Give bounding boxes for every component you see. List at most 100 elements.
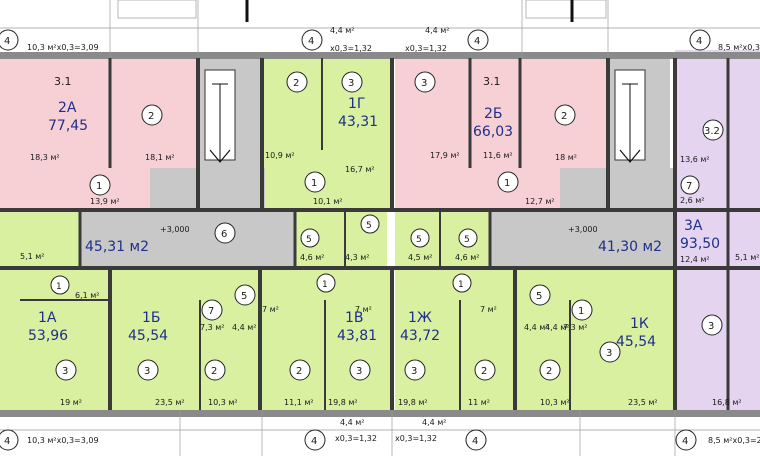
marker-4-top-right <box>689 29 711 51</box>
apartment-fills <box>0 50 760 415</box>
room-area: 4,6 м² <box>300 253 325 262</box>
room-num: 3 <box>708 321 714 332</box>
walls <box>0 52 760 417</box>
apartment-1g-fill <box>262 58 392 208</box>
balcony-note-bottom-center-2: х0,3=1,32 <box>335 434 377 443</box>
apartment-id-1v: 1В <box>345 310 364 326</box>
room-num: 1 <box>458 280 464 290</box>
corridor-area-left: 45,31 м2 <box>85 239 149 255</box>
corridor-right <box>490 210 675 268</box>
frame-top-right <box>525 0 607 19</box>
room-circles <box>50 71 724 381</box>
marker-4-label: 4 <box>4 436 10 447</box>
marker-4-bottom-center-right <box>465 429 487 451</box>
balcony-note-bottom-left: 10,3 м²х0,3=3,09 <box>27 436 99 445</box>
room-num: 2 <box>293 78 299 89</box>
room-num: 3.1 <box>54 75 72 88</box>
room-area: 18,3 м² <box>30 153 60 162</box>
marker-4-top-left <box>0 29 19 51</box>
room-num: 1 <box>578 306 584 317</box>
room-num: 1 <box>96 181 102 192</box>
room-num: 2 <box>481 366 487 377</box>
room-num: 5 <box>416 235 422 245</box>
room-area: 17,9 м² <box>430 151 460 160</box>
room-area: 19,8 м² <box>398 398 428 407</box>
room-area: 4,4 м² <box>524 323 549 332</box>
room-area: 18,1 м² <box>145 153 175 162</box>
apartment-area-1b: 45,54 <box>128 328 168 344</box>
room-num: 3 <box>62 366 68 377</box>
room-num: 3 <box>144 366 150 377</box>
room-num: 3 <box>606 348 612 359</box>
marker-4-bottom-left <box>0 429 19 451</box>
apartment-area-3a: 93,50 <box>680 236 720 252</box>
apartment-id-3a: 3А <box>684 218 703 234</box>
bathroom-far-right-fill <box>728 212 760 267</box>
stair-line-right <box>622 83 638 162</box>
room-area: 16,8 м² <box>712 398 742 407</box>
room-area: 12,7 м² <box>525 197 555 206</box>
level-mark-left: +3,000 <box>160 225 190 234</box>
room-num: 2 <box>211 366 217 377</box>
frame-top-left <box>117 0 197 19</box>
room-num: 1 <box>322 280 328 290</box>
corridors <box>80 58 675 268</box>
room-area: 10,3 м² <box>540 398 570 407</box>
balcony-note-top-center-2: х0,3=1,32 <box>330 44 372 53</box>
marker-4-bottom-right <box>675 429 697 451</box>
room-num: 1 <box>504 178 510 189</box>
balcony-note-bottom-center-4: х0,3=1,32 <box>395 434 437 443</box>
balcony-note-top-center-1: 4,4 м² <box>330 26 355 35</box>
room-num: 1 <box>56 282 62 292</box>
apartment-id-1zh: 1Ж <box>408 310 432 326</box>
room-area: 10,1 м² <box>313 197 343 206</box>
room-area: 7 м² <box>480 305 497 314</box>
apartment-id-1b: 1Б <box>142 310 161 326</box>
room-area: 7,3 м² <box>563 323 588 332</box>
apartment-area-1g: 43,31 <box>338 114 378 130</box>
balcony-note-bottom-right: 8,5 м²х0,3=2,55 <box>708 436 760 445</box>
apartment-area-1zh: 43,72 <box>400 328 440 344</box>
apartment-area-1v: 43,81 <box>337 328 377 344</box>
room-num: 3 <box>356 366 362 377</box>
room-num: 3 <box>348 78 354 89</box>
room-num: 3 <box>411 366 417 377</box>
room-area: 10,9 м² <box>265 151 295 160</box>
corridor-left <box>80 210 295 268</box>
room-area: 19,8 м² <box>328 398 358 407</box>
room-num: 2 <box>296 366 302 377</box>
apartment-area-1k: 45,54 <box>616 334 656 350</box>
room-area: 13,6 м² <box>680 155 710 164</box>
room-area: 18 м² <box>555 153 577 162</box>
room-area: 10,3 м² <box>208 398 238 407</box>
marker-4-label: 4 <box>682 436 688 447</box>
room-area: 4,3 м² <box>345 253 370 262</box>
outer-wall-bottom <box>0 410 760 417</box>
room-area: 4,6 м² <box>455 253 480 262</box>
apartment-id-1k: 1К <box>630 316 649 332</box>
apartment-id-2a: 2A <box>58 100 77 116</box>
room-num: 5 <box>306 235 312 245</box>
room-area: 23,5 м² <box>155 398 185 407</box>
room-num: 5 <box>536 291 542 302</box>
room-area: 12,4 м² <box>680 255 710 264</box>
room-area: 5,1 м² <box>20 252 45 261</box>
stair-line-left <box>212 83 228 162</box>
room-area: 5,1 м² <box>735 253 760 262</box>
room-num: 3.1 <box>483 75 501 88</box>
room-num: 3.2 <box>704 126 720 137</box>
outer-wall-top <box>0 52 760 59</box>
apartment-area-2a: 77,45 <box>48 118 88 134</box>
balcony-note-top-center-3: 4,4 м² <box>425 26 450 35</box>
balcony-note-bottom-center-3: 4,4 м² <box>422 418 447 427</box>
room-num: 2 <box>148 111 154 122</box>
room-num: 5 <box>366 221 372 231</box>
marker-4-label: 4 <box>472 436 478 447</box>
apartment-area-2b: 66,03 <box>473 124 513 140</box>
room-num: 7 <box>208 306 214 317</box>
room-area: 11,1 м² <box>284 398 314 407</box>
bathroom-left-fill <box>0 212 80 267</box>
apartment-area-1a: 53,96 <box>28 328 68 344</box>
room-num: 7 <box>686 181 692 192</box>
